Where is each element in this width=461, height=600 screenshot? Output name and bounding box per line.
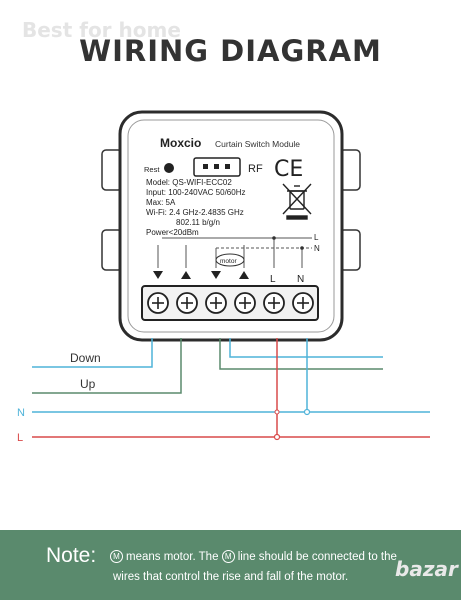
reset-button <box>164 163 174 173</box>
n-junction-dot <box>303 408 311 416</box>
motor-symbol-icon: M <box>110 550 123 563</box>
up-label: Up <box>80 377 96 391</box>
spec-input: Input: 100-240VAC 50/60Hz <box>146 188 245 197</box>
junction-dot <box>300 246 304 250</box>
pin-header-pin <box>203 164 208 169</box>
terminal-label-n: N <box>297 274 304 285</box>
watermark-badge: bazar <box>395 557 458 581</box>
note-line-2: wires that control the rise and fall of … <box>113 571 349 583</box>
weee-bin-icon <box>282 183 312 220</box>
module-body <box>118 110 344 342</box>
internal-drops <box>157 238 303 268</box>
reset-label: Rest <box>144 165 160 174</box>
rf-label: RF <box>248 163 263 175</box>
pin-header-pin <box>214 164 219 169</box>
spec-power: Power<20dBm <box>146 228 199 237</box>
spec-list: Model: QS-WIFI-ECC02 Input: 100-240VAC 5… <box>146 178 245 237</box>
note-banner <box>0 530 461 600</box>
ce-mark: CE <box>274 157 303 182</box>
wiring-diagram: Moxcio Curtain Switch Module Rest RF CE … <box>17 110 430 444</box>
pin-header-pin <box>225 164 230 169</box>
down-label: Down <box>70 351 101 365</box>
l-label: L <box>17 432 23 444</box>
terminal-label-l: L <box>270 274 276 285</box>
spec-model: Model: QS-WIFI-ECC02 <box>146 178 232 187</box>
n-label: N <box>17 407 25 419</box>
diagram-title: WIRING DIAGRAM <box>79 34 382 68</box>
terminal-screw-slots <box>152 297 309 309</box>
brand-logo: Moxcio <box>160 136 201 150</box>
up-wire <box>32 338 182 394</box>
module-name: Curtain Switch Module <box>215 139 300 149</box>
junction-dot <box>272 236 276 240</box>
bus-label-n: N <box>314 244 320 253</box>
note-text-b: line should be connected to the <box>237 551 397 563</box>
note-text-a: means motor. The <box>126 551 219 563</box>
spec-wifi: Wi-Fi: 2.4 GHz-2.4835 GHz <box>146 208 244 217</box>
down-wire <box>32 338 153 368</box>
module-inner-frame <box>127 119 335 333</box>
up-arrow-icon <box>239 271 249 279</box>
spec-max: Max: 5A <box>146 198 176 207</box>
spec-wifi-standard: 802.11 b/g/n <box>176 218 220 227</box>
down-arrow-icon <box>153 271 163 279</box>
motor-symbol-icon: M <box>221 550 235 563</box>
note-label: Note: <box>46 544 97 567</box>
motor-label: motor <box>220 258 237 265</box>
motor-symbol <box>215 253 245 267</box>
n-crossing-dot <box>274 409 280 415</box>
bus-label-l: L <box>314 233 319 242</box>
down-arrow-icon <box>211 271 221 279</box>
up-arrow-icon <box>181 271 191 279</box>
l-junction-dot <box>273 433 281 441</box>
watermark-text: Best for home <box>22 18 181 42</box>
motor-blue-wire <box>229 338 383 358</box>
motor-green-wire <box>219 338 383 370</box>
